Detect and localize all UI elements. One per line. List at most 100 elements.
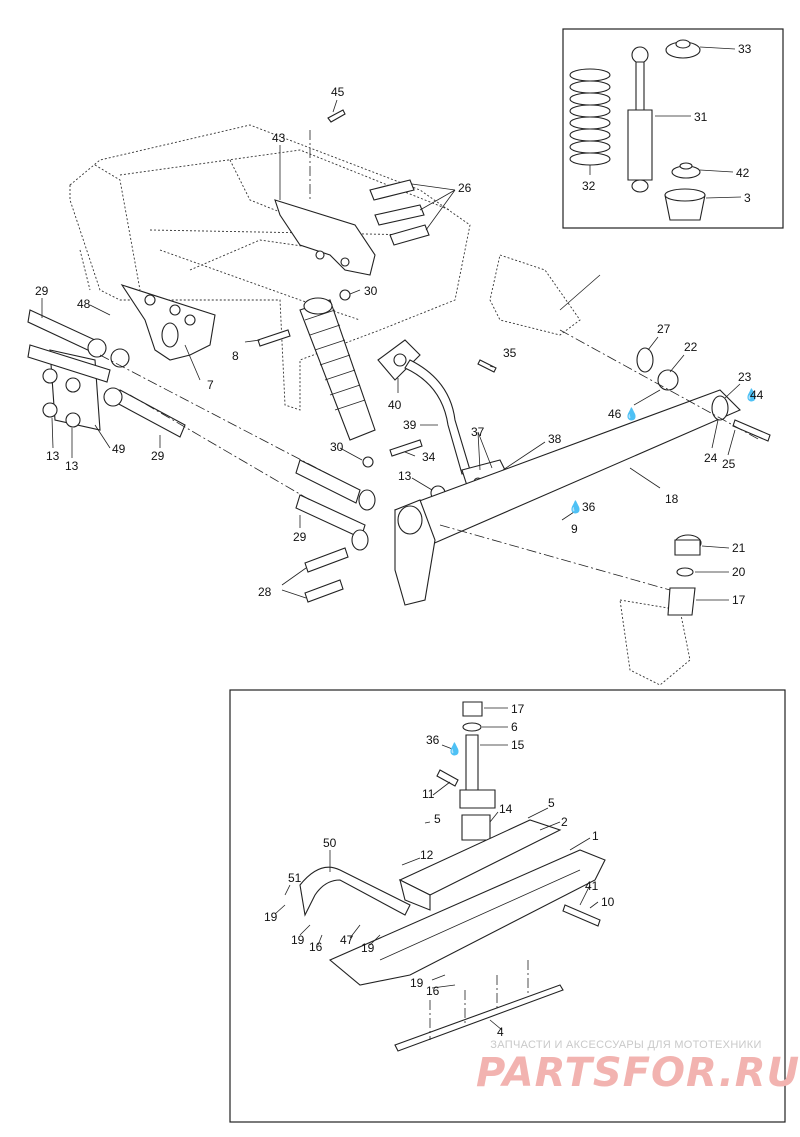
callout-24: 24 bbox=[704, 451, 718, 465]
callout-47: 47 bbox=[340, 933, 354, 947]
callout-42: 42 bbox=[736, 166, 750, 180]
collar-3 bbox=[664, 188, 706, 221]
callout-5a: 5 bbox=[434, 812, 441, 826]
callout-43: 43 bbox=[272, 131, 286, 145]
callout-27: 27 bbox=[657, 322, 671, 336]
ski-1 bbox=[328, 849, 606, 986]
callout-30a: 30 bbox=[364, 284, 378, 298]
bushing-22 bbox=[657, 369, 679, 391]
callout-13c: 13 bbox=[398, 469, 412, 483]
callout-34: 34 bbox=[422, 450, 436, 464]
callout-45: 45 bbox=[331, 85, 345, 99]
spindle-15 bbox=[459, 701, 496, 809]
callout-12: 12 bbox=[420, 848, 434, 862]
watermark: ЗАПЧАСТИ И АКСЕССУАРЫ ДЛЯ МОТОТЕХНИКИ PA… bbox=[476, 1039, 800, 1096]
callout-1: 1 bbox=[592, 829, 599, 843]
callout-29b: 29 bbox=[151, 449, 165, 463]
callout-20: 20 bbox=[732, 565, 746, 579]
trailing-arm-18 bbox=[394, 389, 741, 606]
drop-icon-36a: 💧 bbox=[568, 500, 583, 514]
callout-16a: 16 bbox=[309, 940, 323, 954]
callout-25: 25 bbox=[722, 457, 736, 471]
callout-19d: 19 bbox=[410, 976, 424, 990]
bolt-10 bbox=[562, 904, 601, 927]
callout-2: 2 bbox=[561, 815, 568, 829]
callout-15: 15 bbox=[511, 738, 525, 752]
bolt-35 bbox=[477, 359, 497, 373]
upper-bracket bbox=[489, 254, 601, 336]
watermark-logo: PARTSFOR.RU bbox=[476, 1050, 800, 1096]
callout-21: 21 bbox=[732, 541, 746, 555]
block-14 bbox=[461, 814, 491, 841]
drop-icon-36b: 💧 bbox=[447, 742, 462, 756]
callout-labels: 45 43 26 29 48 30 8 7 13 13 49 29 40 35 … bbox=[35, 42, 764, 1039]
callout-51: 51 bbox=[288, 871, 302, 885]
callout-46: 46 bbox=[608, 407, 622, 421]
bolt-8 bbox=[257, 329, 291, 347]
callout-13b: 13 bbox=[65, 459, 79, 473]
callout-11: 11 bbox=[422, 787, 435, 801]
callout-36a: 36 bbox=[582, 500, 596, 514]
callout-13a: 13 bbox=[46, 449, 60, 463]
callout-38: 38 bbox=[548, 432, 562, 446]
spacer-27 bbox=[636, 347, 654, 373]
nut-30a bbox=[339, 289, 351, 301]
callout-30b: 30 bbox=[330, 440, 344, 454]
bolt-45 bbox=[327, 109, 346, 123]
callout-37: 37 bbox=[471, 425, 485, 439]
callout-14: 14 bbox=[499, 802, 513, 816]
ski-inset-box bbox=[229, 689, 786, 1123]
callout-50: 50 bbox=[323, 836, 337, 850]
callout-29c: 29 bbox=[293, 530, 307, 544]
ski-bracket-2 bbox=[398, 819, 562, 911]
callout-49: 49 bbox=[112, 442, 126, 456]
pin-11 bbox=[436, 769, 459, 787]
callout-9: 9 bbox=[571, 522, 578, 536]
nut-30b bbox=[362, 456, 374, 468]
callout-7: 7 bbox=[207, 378, 214, 392]
callout-44: 44 bbox=[750, 388, 764, 402]
callout-32: 32 bbox=[582, 179, 596, 193]
callout-23: 23 bbox=[738, 370, 752, 384]
callout-19c: 19 bbox=[361, 941, 375, 955]
callout-26: 26 bbox=[458, 181, 472, 195]
spring-32 bbox=[569, 68, 611, 166]
callout-16b: 16 bbox=[426, 984, 440, 998]
leader-lines bbox=[41, 46, 742, 1031]
cup-33 bbox=[665, 39, 701, 59]
callout-29a: 29 bbox=[35, 284, 49, 298]
callout-5b: 5 bbox=[548, 796, 555, 810]
callout-19a: 19 bbox=[264, 910, 278, 924]
callout-18: 18 bbox=[665, 492, 679, 506]
callout-35: 35 bbox=[503, 346, 517, 360]
shock-31 bbox=[627, 46, 653, 193]
callout-22: 22 bbox=[684, 340, 698, 354]
runner-4 bbox=[394, 984, 564, 1052]
cup-42 bbox=[671, 162, 701, 179]
bolts-26 bbox=[369, 179, 430, 246]
callout-40: 40 bbox=[388, 398, 402, 412]
drop-icon-44: 💧 bbox=[744, 388, 759, 402]
callout-10: 10 bbox=[601, 895, 615, 909]
bolt-34 bbox=[389, 439, 423, 457]
callout-48: 48 bbox=[77, 297, 91, 311]
drop-icon-46: 💧 bbox=[624, 407, 639, 421]
callout-3: 3 bbox=[744, 191, 751, 205]
handle-50 bbox=[299, 866, 411, 917]
callout-17b: 17 bbox=[511, 702, 525, 716]
callout-6: 6 bbox=[511, 720, 518, 734]
callout-39: 39 bbox=[403, 418, 417, 432]
callout-4: 4 bbox=[497, 1025, 504, 1039]
callout-36b: 36 bbox=[426, 733, 440, 747]
bolts-28 bbox=[304, 547, 349, 603]
bushing-23 bbox=[711, 395, 729, 421]
callout-17a: 17 bbox=[732, 593, 746, 607]
callout-19b: 19 bbox=[291, 933, 305, 947]
bracket-plate-7 bbox=[120, 283, 216, 361]
watermark-tagline: ЗАПЧАСТИ И АКСЕССУАРЫ ДЛЯ МОТОТЕХНИКИ bbox=[490, 1039, 762, 1051]
shock-absorber-installed bbox=[299, 297, 376, 441]
shock-inset-box bbox=[562, 28, 784, 229]
bracket-43 bbox=[274, 199, 376, 276]
bolt-25 bbox=[732, 419, 771, 442]
